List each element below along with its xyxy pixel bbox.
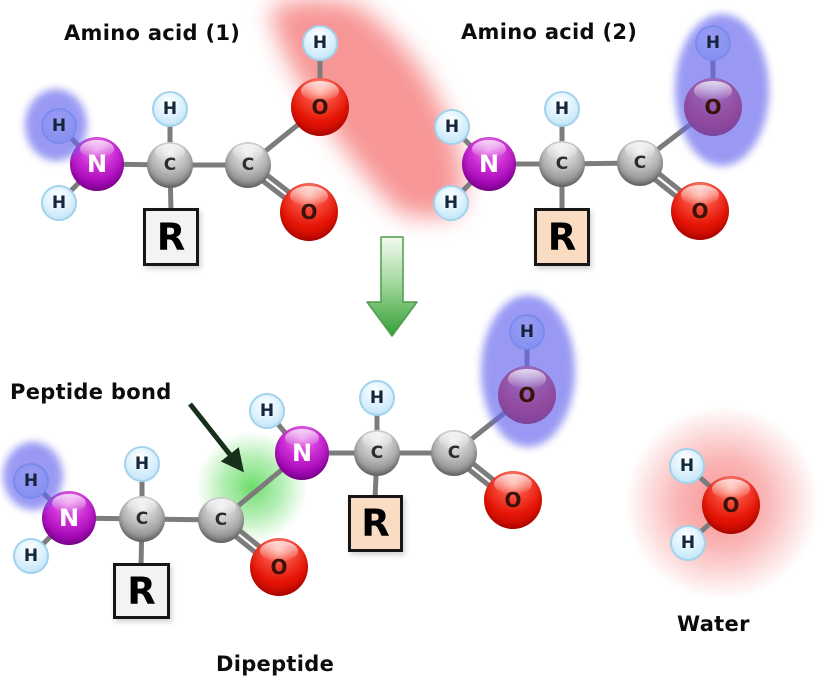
blue-highlight-blob	[675, 14, 769, 166]
peptide-bond-pointer-arrow	[188, 402, 244, 473]
blue-highlight-blob	[3, 442, 63, 510]
blue-highlight-blob	[25, 89, 87, 161]
reaction-arrow-icon	[366, 236, 418, 337]
blue-highlight-blob	[481, 295, 575, 447]
